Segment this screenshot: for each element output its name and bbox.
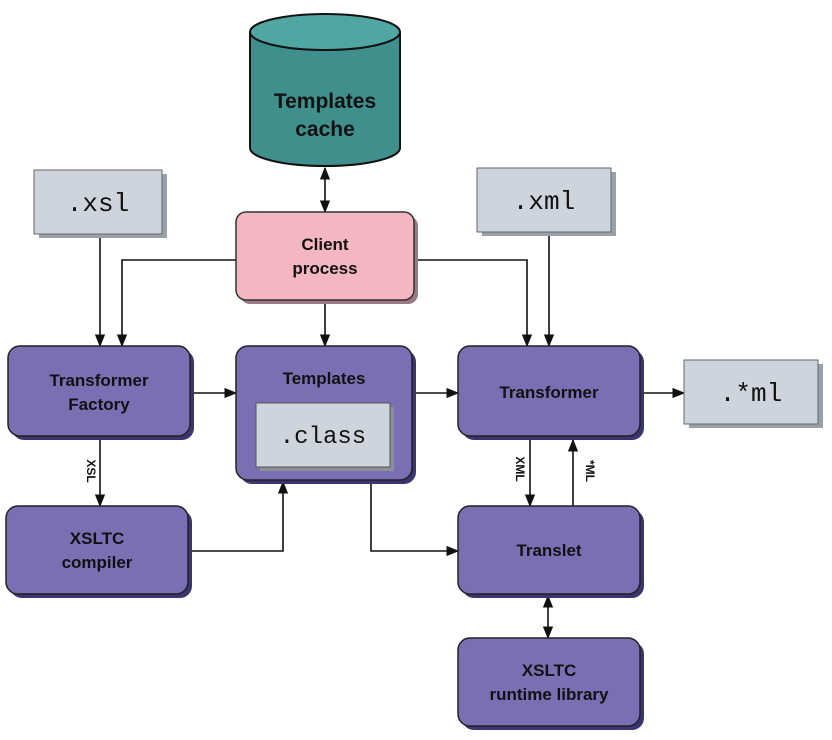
output-ml-box: .*ml bbox=[683, 359, 823, 428]
edge-label-xml: XML bbox=[513, 456, 527, 481]
xsltc-runtime-label-line2: runtime library bbox=[489, 685, 609, 704]
client-process-label-line2: process bbox=[292, 259, 357, 278]
xsltc-compiler-box: XSLTC compiler bbox=[5, 505, 192, 598]
transformer-box: Transformer bbox=[457, 345, 644, 440]
class-file-label: .class bbox=[280, 424, 366, 451]
arrow-class-translet bbox=[370, 482, 460, 557]
templates-cache-label-line2: cache bbox=[295, 118, 355, 141]
translet-box: Translet bbox=[457, 505, 644, 598]
templates-cache-label-line1: Templates bbox=[274, 90, 376, 113]
xsl-file-box: .xsl bbox=[33, 169, 167, 238]
transformer-factory-box: Transformer Factory bbox=[7, 345, 194, 440]
xml-file-box: .xml bbox=[476, 167, 616, 236]
xsltc-runtime-label-line1: XSLTC bbox=[522, 661, 576, 680]
xsltc-runtime-box: XSLTC runtime library bbox=[457, 637, 644, 730]
xml-file-label: .xml bbox=[513, 187, 575, 217]
templates-box: Templates .class bbox=[235, 345, 416, 484]
transformer-label: Transformer bbox=[499, 383, 599, 402]
client-process-box: Client process bbox=[235, 211, 418, 304]
templates-label: Templates bbox=[283, 369, 366, 388]
edge-label-ml: *ML bbox=[583, 460, 597, 482]
connectors bbox=[94, 166, 686, 640]
xsl-file-label: .xsl bbox=[67, 189, 129, 219]
arrow-compiler-templates bbox=[189, 480, 289, 552]
translet-label: Translet bbox=[516, 541, 582, 560]
transformer-factory-label-line1: Transformer bbox=[49, 371, 149, 390]
templates-cache-cylinder: Templates cache bbox=[249, 13, 401, 167]
xsltc-compiler-label-line1: XSLTC bbox=[70, 529, 124, 548]
edge-label-xsl: XSL bbox=[84, 459, 98, 482]
client-process-label-line1: Client bbox=[301, 235, 349, 254]
transformer-factory-label-line2: Factory bbox=[68, 395, 130, 414]
arrow-client-transformer bbox=[414, 259, 533, 348]
xsltc-compiler-label-line2: compiler bbox=[62, 553, 133, 572]
arrow-client-factory bbox=[116, 259, 236, 348]
output-ml-label: .*ml bbox=[720, 379, 782, 409]
